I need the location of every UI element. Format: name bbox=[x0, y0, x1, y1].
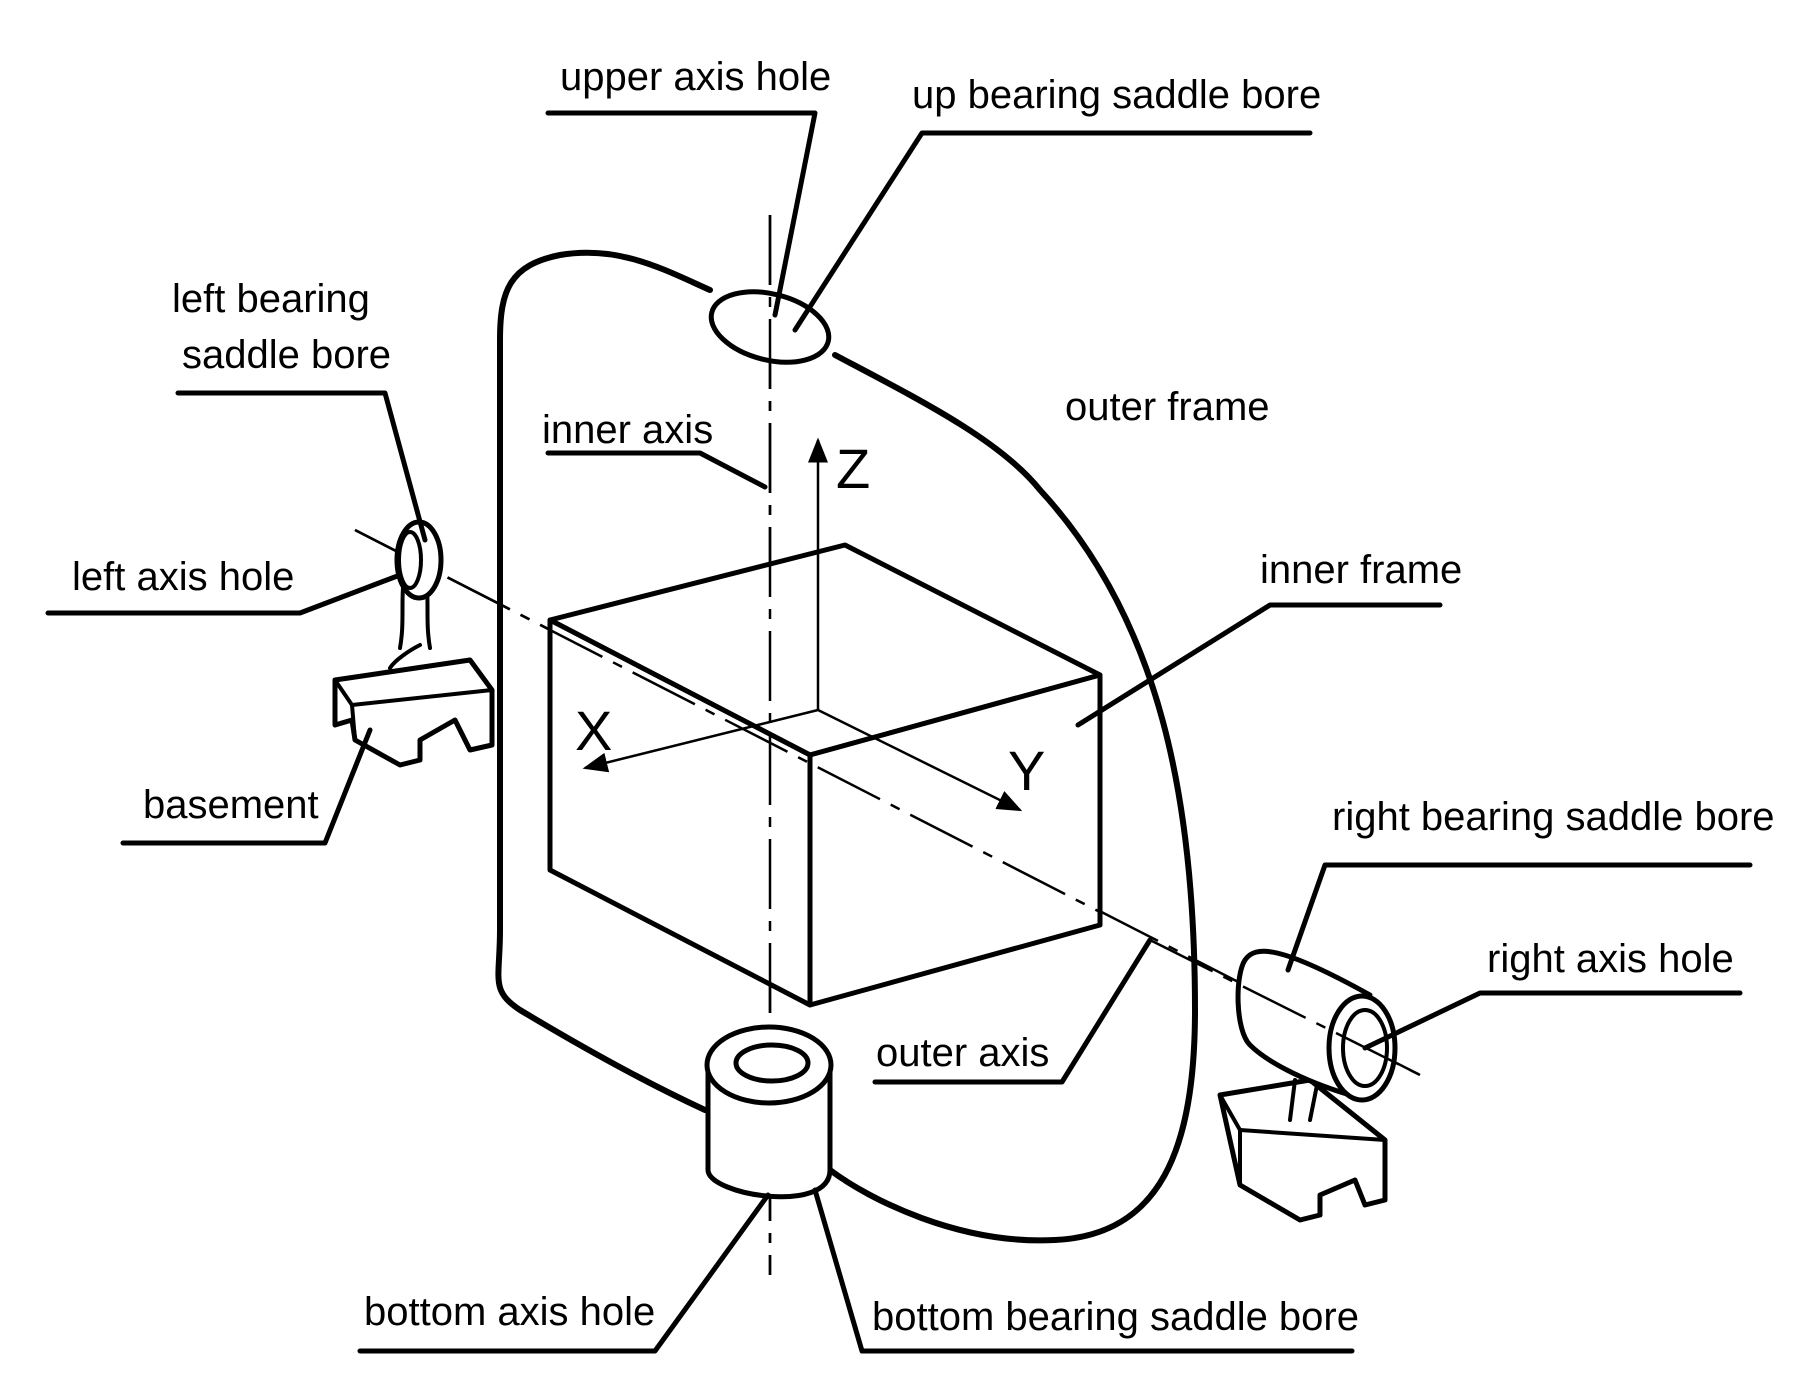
left-bearing-assembly bbox=[332, 519, 495, 768]
leader-right-bearing-saddle-bore bbox=[1285, 862, 1753, 973]
outer-frame-outline bbox=[495, 249, 1198, 1244]
leader-upper-axis-hole bbox=[545, 110, 818, 318]
axis-label-y: Y bbox=[1008, 739, 1045, 802]
label-outer-frame: outer frame bbox=[1065, 385, 1270, 429]
axis-label-x: X bbox=[575, 699, 612, 762]
label-inner-axis: inner axis bbox=[542, 408, 713, 452]
y-axis-arrow bbox=[817, 708, 1023, 812]
leader-right-axis-hole bbox=[1362, 990, 1743, 1051]
leader-inner-axis bbox=[545, 450, 768, 490]
label-left-axis-hole: left axis hole bbox=[72, 555, 294, 599]
label-inner-frame: inner frame bbox=[1260, 548, 1462, 592]
right-bearing-assembly bbox=[1217, 948, 1398, 1223]
label-right-axis-hole: right axis hole bbox=[1487, 937, 1734, 981]
label-outer-axis: outer axis bbox=[876, 1031, 1049, 1075]
leader-outer-axis bbox=[872, 937, 1153, 1085]
inner-frame-box bbox=[547, 542, 1103, 1008]
label-basement: basement bbox=[143, 783, 319, 827]
label-bottom-bearing-saddle-bore: bottom bearing saddle bore bbox=[872, 1295, 1359, 1339]
x-axis-arrow bbox=[582, 708, 819, 773]
label-right-bearing-saddle-bore: right bearing saddle bore bbox=[1332, 795, 1775, 839]
leader-bottom-axis-hole bbox=[357, 1192, 771, 1354]
axis-label-z: Z bbox=[836, 437, 870, 500]
leader-basement bbox=[120, 727, 373, 846]
label-upper-axis-hole: upper axis hole bbox=[560, 55, 831, 99]
leader-left-axis-hole bbox=[45, 572, 403, 616]
label-up-bearing-saddle-bore: up bearing saddle bore bbox=[912, 73, 1321, 117]
label-bottom-axis-hole: bottom axis hole bbox=[364, 1290, 655, 1334]
leader-inner-frame bbox=[1075, 602, 1443, 728]
label-left-bearing-saddle-bore-line1: left bearing bbox=[172, 277, 370, 321]
label-left-bearing-saddle-bore-line2: saddle bore bbox=[182, 333, 391, 377]
leader-bottom-bearing-saddle-bore bbox=[812, 1187, 1355, 1354]
leader-left-bearing-saddle-bore bbox=[175, 390, 428, 543]
leader-up-bearing-saddle-bore bbox=[792, 130, 1313, 333]
bottom-bearing-saddle-bore bbox=[704, 1024, 834, 1200]
